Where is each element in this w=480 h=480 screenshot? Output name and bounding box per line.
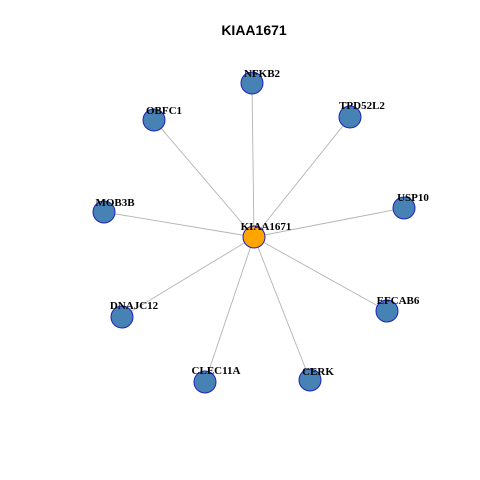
node-mob3b xyxy=(92,200,116,224)
node-label-usp10: USP10 xyxy=(397,192,429,204)
edge-kiaa1671-efcab6 xyxy=(253,236,388,312)
node-label-kiaa1671: KIAA1671 xyxy=(241,221,292,233)
node-label-mob3b: MOB3B xyxy=(95,197,135,209)
edge-kiaa1671-usp10 xyxy=(253,207,405,238)
node-kiaa1671 xyxy=(242,225,266,249)
node-label-efcab6: EFCAB6 xyxy=(377,295,420,307)
node-dnajc12 xyxy=(110,305,134,329)
node-label-nfkb2: NFKB2 xyxy=(244,68,281,80)
node-tpd52l2 xyxy=(338,105,362,129)
node-clec11a xyxy=(193,370,217,394)
node-usp10 xyxy=(392,196,416,220)
node-cerk xyxy=(298,368,322,392)
node-label-obfc1: OBFC1 xyxy=(146,105,182,117)
node-obfc1 xyxy=(142,108,166,132)
edge-kiaa1671-obfc1 xyxy=(153,119,255,238)
node-label-cerk: CERK xyxy=(302,366,334,378)
node-label-clec11a: CLEC11A xyxy=(192,365,241,377)
edge-kiaa1671-clec11a xyxy=(204,236,255,383)
node-label-dnajc12: DNAJC12 xyxy=(110,300,159,312)
edge-kiaa1671-dnajc12 xyxy=(121,236,255,318)
edges-layer xyxy=(103,82,405,383)
edge-kiaa1671-mob3b xyxy=(103,211,255,238)
node-efcab6 xyxy=(375,299,399,323)
node-label-tpd52l2: TPD52L2 xyxy=(339,100,385,112)
edge-kiaa1671-cerk xyxy=(253,236,311,381)
node-nfkb2 xyxy=(240,71,264,95)
nodes-layer xyxy=(92,71,416,394)
edge-kiaa1671-nfkb2 xyxy=(251,82,255,238)
edge-kiaa1671-tpd52l2 xyxy=(253,116,351,238)
diagram-title: KIAA1671 xyxy=(221,22,287,38)
